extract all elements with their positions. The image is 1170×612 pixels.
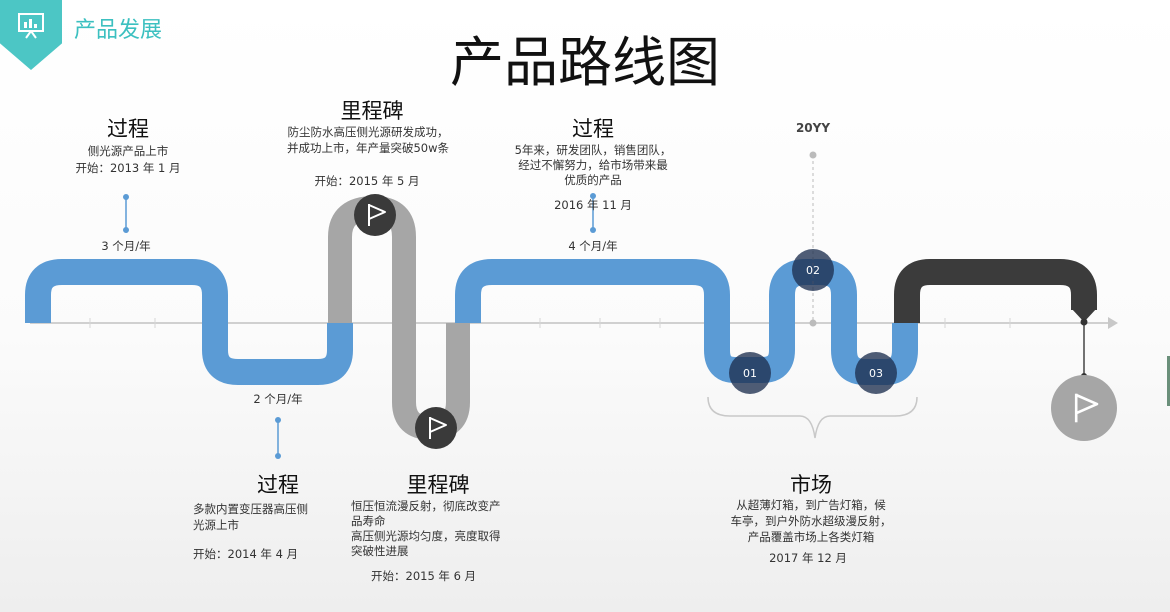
milestone-heading: 里程碑 xyxy=(340,99,404,123)
flag-icon xyxy=(415,407,457,449)
milestone-desc: 恒压恒流漫反射，彻底改变产 xyxy=(351,499,501,513)
flag-icon xyxy=(1051,375,1117,441)
milestone-desc: 品寿命 xyxy=(351,514,386,528)
milestone-desc: 侧光源产品上市 xyxy=(87,144,169,158)
step-label: 01 xyxy=(743,367,757,380)
milestone-desc: 车亭，到户外防水超级漫反射， xyxy=(730,514,892,528)
duration-label: 4 个月/年 xyxy=(568,239,618,253)
road-segment-4 xyxy=(894,259,1097,323)
milestone-heading: 过程 xyxy=(257,473,299,497)
milestone-heading: 里程碑 xyxy=(406,473,470,497)
milestone-desc: 高压侧光源均匀度，亮度取得 xyxy=(351,529,501,543)
step-label: 02 xyxy=(806,264,820,277)
axis-arrow xyxy=(1108,317,1118,329)
milestone-desc: 产品覆盖市场上各类灯箱 xyxy=(747,530,875,544)
milestone-desc: 多款内置变压器高压侧 xyxy=(193,502,308,516)
milestone-start: 开始：2014 年 4 月 xyxy=(193,547,299,561)
milestone-desc: 光源上市 xyxy=(193,518,239,532)
milestone-desc: 防尘防水高压侧光源研发成功， xyxy=(287,125,449,139)
milestone-start: 2017 年 12 月 xyxy=(769,551,847,565)
window-edge xyxy=(1167,356,1170,406)
milestone-desc: 并成功上市，年产量突破50w条 xyxy=(286,141,450,155)
road-segment-2 xyxy=(328,195,470,441)
milestone-heading: 过程 xyxy=(107,117,149,141)
section-title: 产品发展 xyxy=(74,18,163,43)
road-segment-1 xyxy=(25,259,353,385)
milestone-desc: 经过不懈努力，给市场带来最 xyxy=(518,158,668,172)
milestone-heading: 过程 xyxy=(572,117,614,141)
milestone-desc: 优质的产品 xyxy=(564,173,622,187)
milestone-heading: 市场 xyxy=(790,473,832,497)
duration-label: 2 个月/年 xyxy=(253,392,303,406)
milestone-start: 开始：2015 年 6 月 xyxy=(371,569,477,583)
page-title: 产品路线图 xyxy=(450,31,720,94)
milestone-desc: 突破性进展 xyxy=(351,544,409,558)
step-label: 03 xyxy=(869,367,883,380)
flag-icon xyxy=(354,194,396,236)
milestone-desc: 5年来，研发团队，销售团队， xyxy=(514,143,672,157)
milestone-start: 开始：2015 年 5 月 xyxy=(314,174,420,188)
future-year: 20YY xyxy=(795,121,831,135)
duration-label: 3 个月/年 xyxy=(101,239,151,253)
presentation-icon xyxy=(18,13,44,39)
market-bracket xyxy=(707,396,918,439)
milestone-desc: 从超薄灯箱，到广告灯箱，候 xyxy=(736,498,886,512)
milestone-start: 2016 年 11 月 xyxy=(554,198,632,212)
milestone-start: 开始：2013 年 1 月 xyxy=(75,161,181,175)
